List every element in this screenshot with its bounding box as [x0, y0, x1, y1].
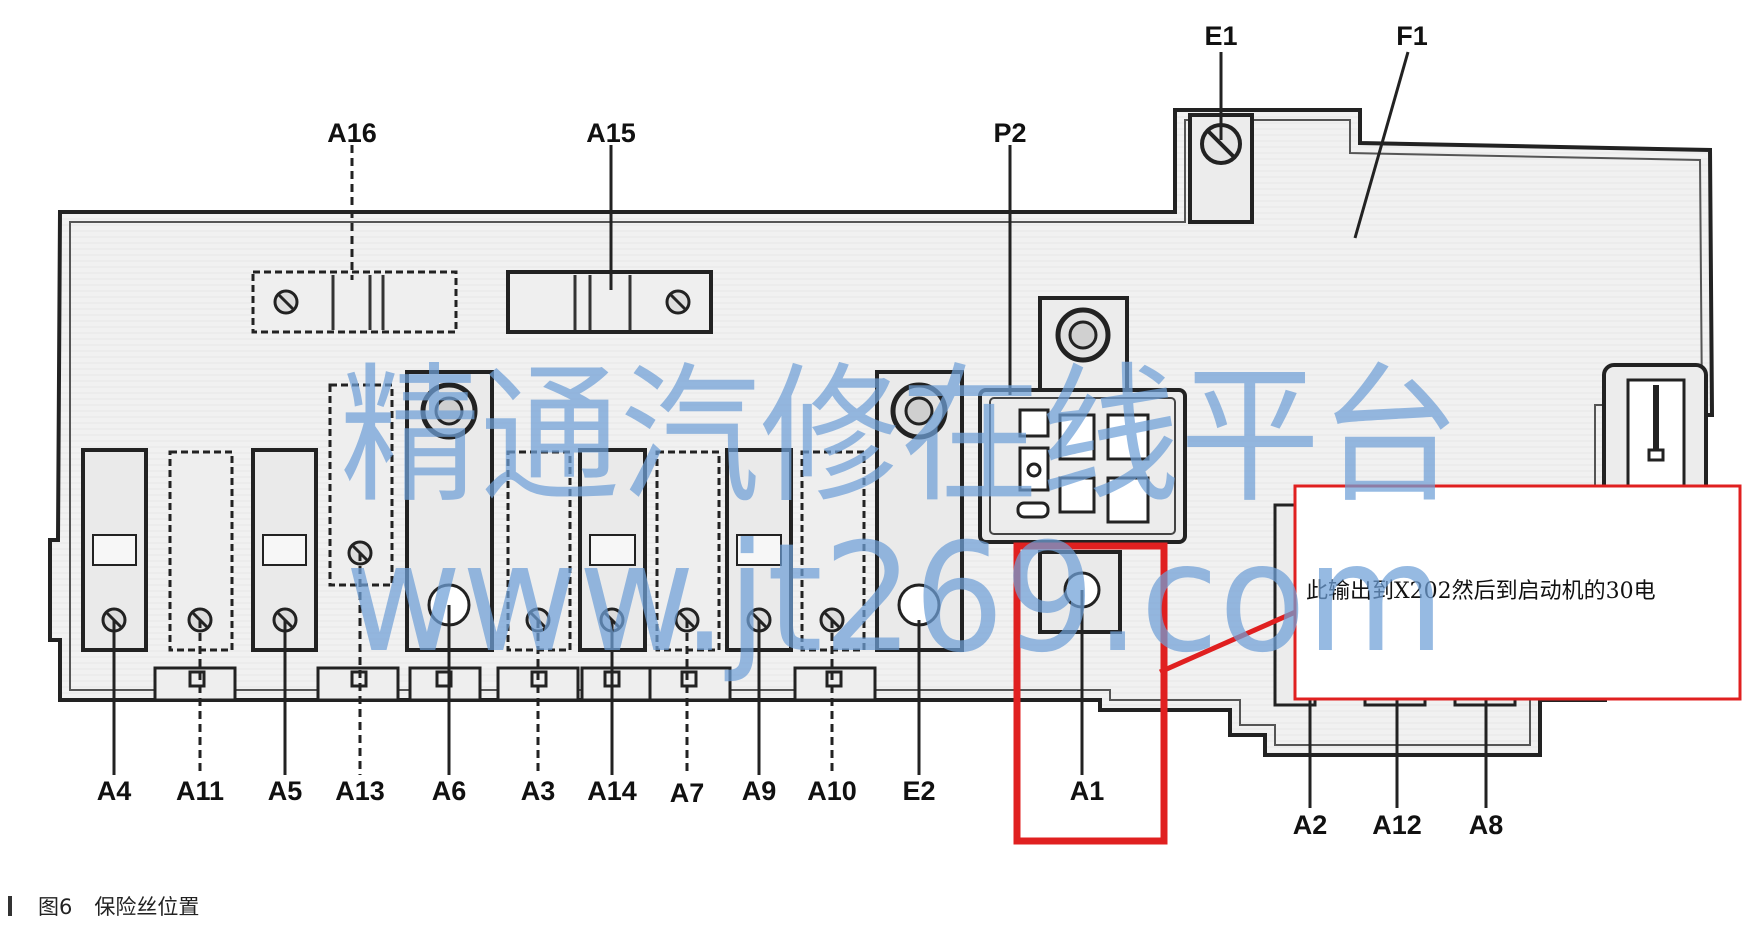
label-a16: A16 — [327, 118, 377, 148]
annotation-box — [1293, 484, 1742, 701]
annotation-text: 此输出到X202然后到启动机的30电 — [1306, 579, 1656, 604]
label-p2: P2 — [993, 118, 1026, 148]
label-a5: A5 — [268, 776, 303, 806]
a1-highlight-box — [1013, 542, 1168, 845]
caption-title: 保险丝位置 — [94, 895, 200, 919]
label-a4: A4 — [97, 776, 132, 806]
label-a13: A13 — [335, 776, 385, 806]
caption-figure-number: 图6 — [38, 895, 73, 919]
label-a9: A9 — [742, 776, 777, 806]
label-a2: A2 — [1293, 810, 1328, 840]
leader-lines-dashed — [198, 145, 834, 775]
a16-fuse-slot — [251, 270, 458, 334]
bottom-clips — [153, 666, 877, 702]
label-a10: A10 — [807, 776, 857, 806]
figure-caption: 图6 保险丝位置 — [8, 891, 199, 921]
label-e2: E2 — [902, 776, 935, 806]
label-a12: A12 — [1372, 810, 1422, 840]
caption-bar — [8, 896, 12, 916]
label-a1: A1 — [1070, 776, 1105, 806]
label-a6: A6 — [432, 776, 467, 806]
watermark-line-1: 精通汽修在线平台 — [340, 350, 1460, 524]
label-a8: A8 — [1469, 810, 1504, 840]
p2-relay — [978, 296, 1187, 544]
label-f1: F1 — [1396, 21, 1428, 51]
label-a14: A14 — [587, 776, 637, 806]
label-a15: A15 — [586, 118, 636, 148]
part-labels: E1 F1 A16 A15 P2 A4 A11 A5 A13 A6 A3 A14… — [97, 21, 1504, 840]
label-a11: A11 — [176, 776, 224, 806]
label-a7: A7 — [670, 778, 705, 808]
highlight-connector-line — [1158, 607, 1302, 675]
watermark-line-2: www.jt269.com — [345, 512, 1445, 686]
label-e1: E1 — [1204, 21, 1237, 51]
label-a3: A3 — [521, 776, 556, 806]
